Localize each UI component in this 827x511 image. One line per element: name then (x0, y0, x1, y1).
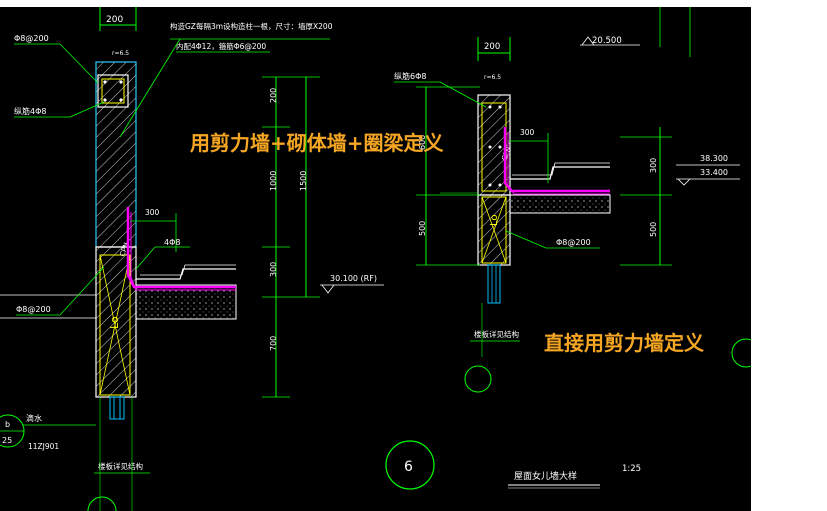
right-dim-500: 500 (418, 221, 427, 236)
left-lo: Lo (108, 316, 121, 329)
left-elev-label: 30.100 (RF) (330, 274, 377, 283)
left-angle-note: r=6.5 (112, 50, 129, 57)
left-std-label: 11ZJ901 (28, 442, 59, 451)
right-slab (509, 194, 611, 214)
left-membrane (126, 207, 236, 289)
right-stirrup: Φ8@200 (556, 238, 591, 247)
left-dim-1500: 1500 (299, 171, 308, 191)
left-long-bars-label: 纵筋4Φ8 (14, 106, 46, 116)
overlay-label-top: 用剪力墙+砌体墙+圈梁定义 (190, 131, 444, 155)
left-circle-25: 25 (2, 436, 12, 445)
detail-number: 6 (404, 459, 413, 475)
left-struct-ref: 楼板详见结构 (98, 461, 143, 471)
left-bars-4phi8: 4Φ8 (164, 238, 180, 247)
right-dim-300v: 300 (649, 158, 658, 173)
right-elev-38: 38.300 (700, 154, 728, 163)
right-elev-top: 20.500 (592, 36, 622, 46)
right-dim-600: 600 (418, 135, 427, 150)
detail-scale: 1:25 (622, 464, 641, 474)
right-lo: Lo (489, 214, 500, 226)
cad-drawing: 200 Lo CPN Φ8@200 (0, 7, 751, 511)
left-circle-b: b (5, 420, 10, 429)
left-stirrup-low: Φ8@200 (16, 305, 51, 314)
left-stirrup-label: Φ8@200 (14, 34, 49, 43)
right-long-bars-label: 纵筋6Φ8 (394, 71, 426, 81)
cad-canvas[interactable]: 200 Lo CPN Φ8@200 (0, 7, 751, 511)
side-panel (751, 0, 827, 511)
top-strip (0, 0, 751, 7)
right-angle-note: r=6.5 (484, 74, 501, 81)
overlay-label-bottom: 直接用剪力墙定义 (544, 331, 704, 355)
detail-title-text: 屋面女儿墙大样 (514, 470, 577, 482)
left-dim-300a: 300 (269, 262, 278, 277)
right-membrane (503, 127, 610, 193)
detail-title: 6 屋面女儿墙大样 1:25 (385, 440, 641, 490)
left-gz-note-1: 构造GZ每隔3m设构造柱一根，尺寸：墙厚X200 (170, 21, 333, 31)
left-dim-200: 200 (269, 88, 278, 103)
left-dim-1000: 1000 (269, 171, 278, 191)
right-dim-300h: 300 (520, 128, 535, 137)
left-drip-label: 滴水 (26, 413, 42, 423)
left-wall-upper (95, 61, 137, 248)
left-width-dim: 200 (106, 15, 123, 25)
right-elev-33: 33.400 (700, 168, 728, 177)
right-width-dim: 200 (484, 42, 500, 52)
left-dim-300h: 300 (145, 208, 160, 217)
right-detail: 200 r=6.5 20.500 Lo CPN 600 (394, 7, 751, 393)
right-dim-500v: 500 (649, 222, 658, 237)
left-gz-note-2: 内配4Φ12，箍筋Φ6@200 (176, 41, 266, 51)
left-dim-700: 700 (269, 336, 278, 351)
left-cap-beam (97, 74, 129, 108)
left-detail: 200 Lo CPN Φ8@200 (0, 7, 384, 511)
right-struct-ref: 楼板详见结构 (474, 329, 519, 339)
